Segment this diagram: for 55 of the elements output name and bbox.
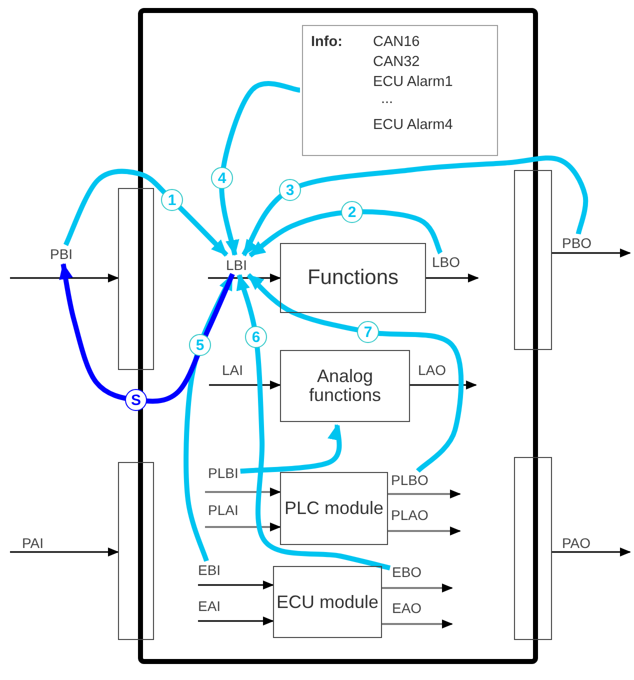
arrow [205,488,281,496]
signal-label: LAI [222,363,244,377]
info-item: ... [381,92,394,106]
signal-label: LBI [226,258,248,272]
signal-label: PLBO [391,473,428,487]
info-item: ECU Alarm4 [373,118,453,132]
arrow [426,274,479,282]
arrow [382,620,453,628]
arrow [209,380,281,390]
terminal-bar [118,462,154,640]
signal-label: LAO [418,363,446,377]
signal-arrow [59,263,235,404]
signal-label: EAI [198,599,221,613]
signal-label: PLAO [391,508,428,522]
arrow [388,490,461,498]
edge-label: S [125,389,147,411]
arrow [552,248,631,258]
terminal-bar [514,457,552,640]
arrow [205,522,281,532]
arrow [10,274,119,282]
info-box [302,25,498,156]
signal-arrow [184,274,234,562]
arrow [382,584,453,592]
arrow [198,580,274,590]
function-block: Functions [280,243,426,313]
function-block: PLC module [280,472,388,545]
signal-arrow [63,168,228,257]
info-heading: Info: [311,35,342,50]
signal-label: PAO [562,536,591,550]
info-item: ECU Alarm1 [373,75,453,90]
info-item: CAN16 [373,35,420,50]
terminal-bar [514,170,552,350]
arrow [552,548,631,556]
signal-label: PAI [22,536,44,550]
signal-label: EBO [392,565,422,579]
signal-arrow [241,156,588,256]
signal-arrow [248,209,443,258]
signal-label: PLBI [208,466,238,480]
arrow [198,616,274,626]
signal-label: PBO [562,236,592,250]
arrow [388,526,461,536]
function-block: Analog functions [280,350,410,422]
signal-label: LBO [432,255,460,269]
signal-label: EBI [198,563,221,577]
function-block: ECU module [273,566,382,638]
signal-label: EAO [392,601,422,615]
signal-arrow [240,424,344,474]
info-item: CAN32 [373,55,420,70]
arrow [10,548,119,556]
signal-arrow [236,274,391,570]
signal-label: PBI [50,247,73,261]
arrow [410,380,477,390]
signal-label: PLAI [208,503,238,517]
terminal-bar [118,188,154,370]
signal-arrow [219,81,300,256]
